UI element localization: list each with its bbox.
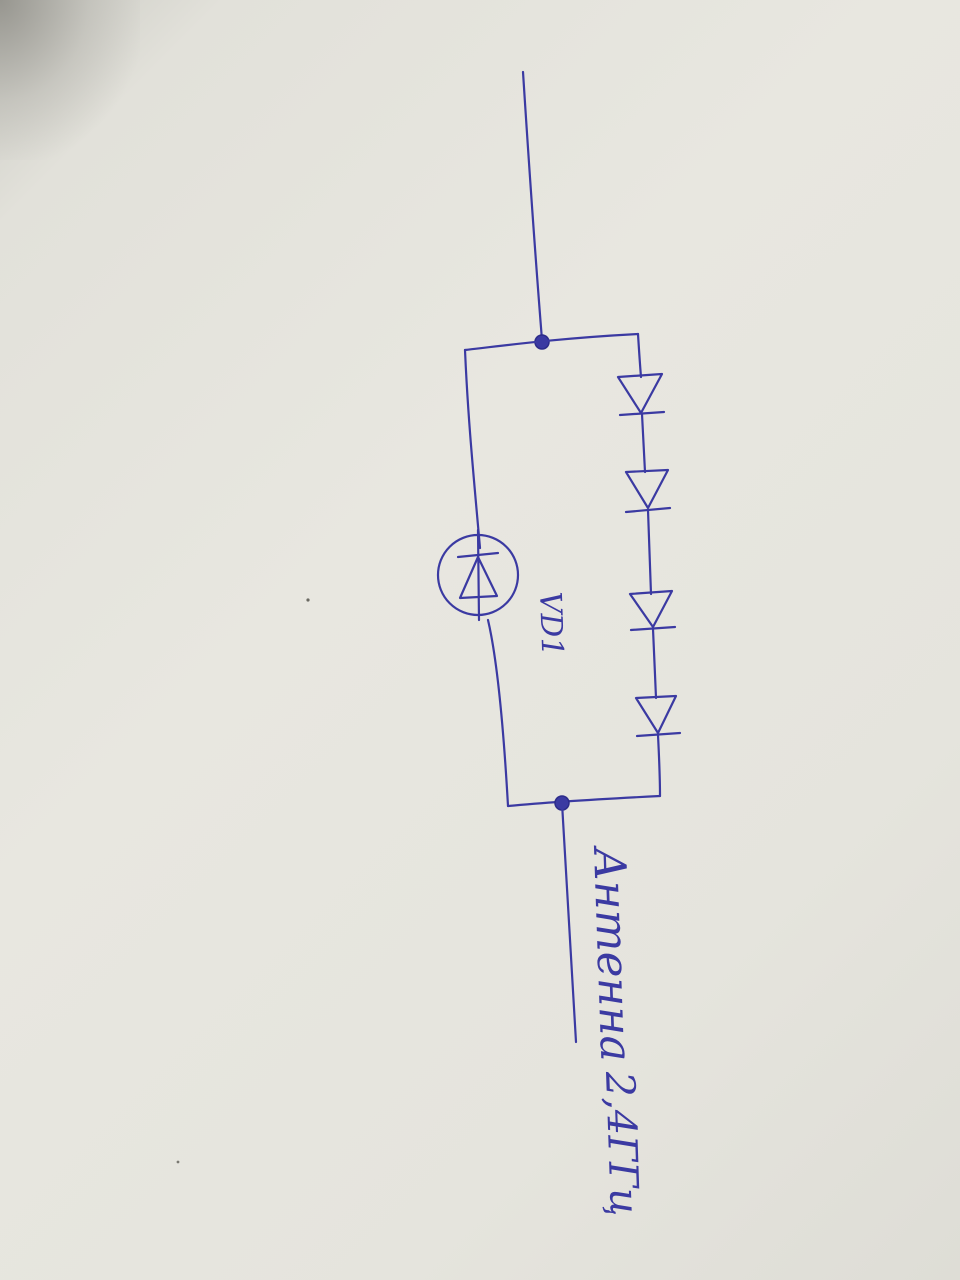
diode-4: [634, 694, 682, 738]
right-branch-wire-1: [636, 332, 643, 379]
vd1-label: VD1: [532, 591, 569, 657]
diode-3: [628, 589, 677, 632]
input-wire: [521, 70, 544, 342]
frequency-label: 2,4ГГц: [596, 1070, 647, 1217]
right-branch-wire-5: [656, 733, 662, 798]
right-branch-wire-2: [640, 412, 647, 474]
right-branch-wire-3: [646, 508, 653, 596]
vd1-circled-diode: [436, 528, 520, 622]
right-branch-wire-4: [651, 627, 658, 700]
antenna-label: Антенна: [583, 844, 642, 1063]
paper-speck: [176, 1160, 180, 1164]
corner-shadow: [0, 0, 140, 160]
diode-2: [624, 468, 672, 514]
diode-1: [616, 372, 666, 417]
top-bus-wire: [463, 332, 640, 352]
output-wire: [560, 801, 578, 1044]
left-branch-wire-upper: [463, 348, 482, 550]
paper-speck: [306, 598, 310, 602]
bottom-bus-wire: [506, 794, 662, 808]
left-branch-wire-lower: [486, 618, 510, 808]
